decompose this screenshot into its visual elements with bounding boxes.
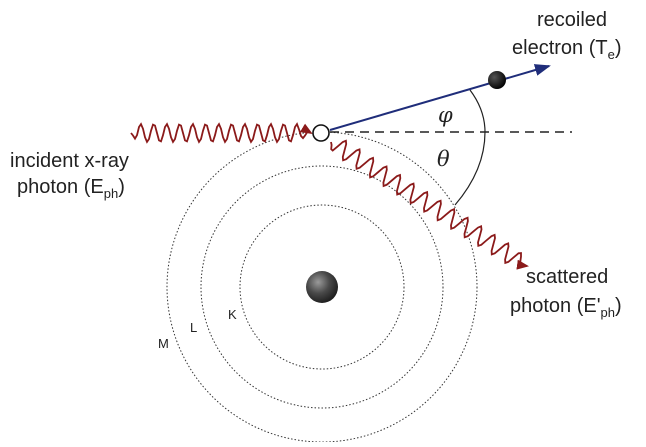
interaction-electron bbox=[312, 124, 330, 142]
recoiled-label-text: electron (T bbox=[512, 37, 608, 59]
incident-label-subscript: ph bbox=[104, 186, 118, 201]
recoiled-label-line1: recoiled bbox=[537, 9, 607, 31]
scattered-label-text: photon (E' bbox=[510, 295, 601, 317]
scattered-label-line1: scattered bbox=[526, 266, 608, 288]
shell-l bbox=[200, 165, 444, 409]
theta-angle-arc bbox=[454, 131, 486, 206]
recoiled-label-close: ) bbox=[615, 37, 622, 59]
scattered-label-line2: photon (E'ph) bbox=[510, 295, 622, 320]
incident-label-line1: incident x-ray bbox=[10, 150, 129, 172]
recoiled-label-line2: electron (Te) bbox=[512, 37, 622, 62]
scattered-photon-wave bbox=[330, 139, 529, 270]
theta-label: θ bbox=[437, 147, 450, 171]
shell-l-label: L bbox=[190, 320, 197, 335]
recoiled-electron bbox=[488, 71, 506, 89]
recoiled-label-subscript: e bbox=[608, 47, 615, 62]
shell-m bbox=[166, 131, 478, 443]
shell-k-label: K bbox=[228, 307, 237, 322]
scattered-label-subscript: ph bbox=[601, 305, 615, 320]
shell-k bbox=[239, 204, 405, 370]
scattered-label-close: ) bbox=[615, 295, 622, 317]
recoil-electron-track bbox=[329, 64, 551, 131]
incident-photon-wave bbox=[130, 122, 313, 144]
incident-label-close: ) bbox=[118, 176, 125, 198]
shell-m-label: M bbox=[158, 336, 169, 351]
incident-label-text: photon (E bbox=[17, 176, 104, 198]
phi-angle-arc bbox=[469, 89, 486, 133]
nucleus bbox=[306, 271, 338, 303]
phi-label: φ bbox=[438, 103, 453, 127]
incident-label-line2: photon (Eph) bbox=[17, 176, 125, 201]
